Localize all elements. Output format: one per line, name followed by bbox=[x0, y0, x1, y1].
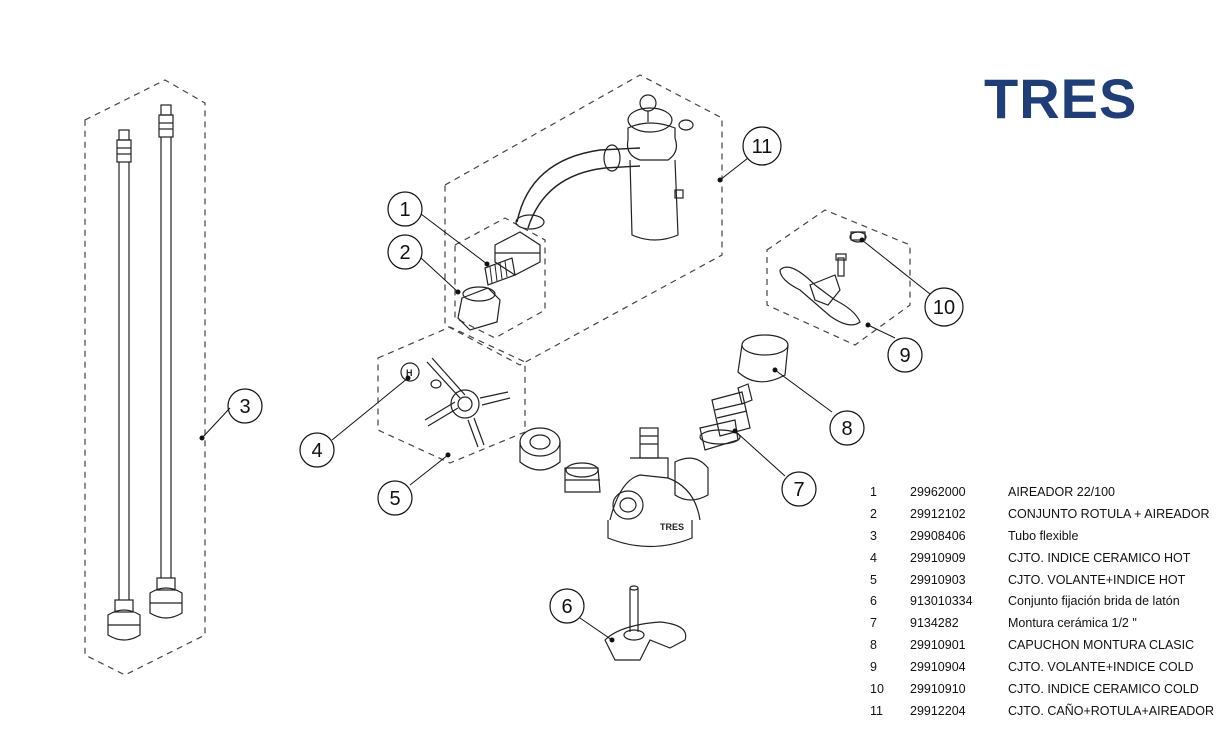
svg-text:11: 11 bbox=[752, 136, 773, 158]
part-code: 29912204 bbox=[910, 703, 966, 718]
parts-list: 1 29962000 AIREADOR 22/100 2 29912102 CONJUNT… bbox=[870, 481, 1214, 722]
ceramic-cartridge bbox=[699, 383, 753, 451]
part-code: 29962000 bbox=[910, 484, 966, 499]
part-code: 29910903 bbox=[910, 572, 966, 587]
group-box-3 bbox=[84, 79, 206, 676]
svg-text:2: 2 bbox=[399, 242, 410, 264]
part-code: 29912102 bbox=[910, 506, 966, 521]
fixing-bracket bbox=[604, 585, 687, 661]
group-box-2 bbox=[454, 217, 546, 339]
part-description: Montura cerámica 1/2 " bbox=[1008, 616, 1137, 631]
callout-10: 10 bbox=[924, 287, 964, 327]
callouts: 1 2 3 4 5 6 7 8 9 10 11 bbox=[227, 126, 964, 624]
callout-5: 5 bbox=[377, 480, 413, 516]
parts-row: 2 29912102 CONJUNTO ROTULA + AIREADOR bbox=[870, 503, 1214, 525]
part-code: 29908406 bbox=[910, 528, 966, 543]
part-code: 913010334 bbox=[910, 594, 973, 609]
part-number: 10 bbox=[870, 681, 884, 696]
group-boxes bbox=[84, 74, 911, 676]
part-description: CJTO. VOLANTE+INDICE COLD bbox=[1008, 660, 1194, 675]
group-box-5 bbox=[377, 326, 526, 464]
part-description: Conjunto fijación brida de latón bbox=[1008, 594, 1180, 609]
body-brand-mark: TRES bbox=[660, 522, 684, 532]
part-code: 29910909 bbox=[910, 550, 966, 565]
svg-text:5: 5 bbox=[389, 488, 400, 510]
logo-text: TRES bbox=[984, 67, 1138, 130]
part-description: CJTO. INDICE CERAMICO COLD bbox=[1008, 681, 1199, 696]
callout-9: 9 bbox=[887, 337, 923, 373]
parts-row: 4 29910909 CJTO. INDICE CERAMICO HOT bbox=[870, 547, 1214, 569]
part-number: 1 bbox=[870, 484, 877, 499]
svg-text:6: 6 bbox=[561, 596, 572, 618]
callout-1: 1 bbox=[387, 191, 423, 227]
part-code: 29910910 bbox=[910, 681, 966, 696]
aerator-assembly bbox=[457, 231, 541, 331]
part-code: 29910901 bbox=[910, 638, 966, 653]
part-code: 9134282 bbox=[910, 616, 959, 631]
cartridge-cap bbox=[737, 334, 789, 383]
parts-row: 10 29910910 CJTO. INDICE CERAMICO COLD bbox=[870, 678, 1214, 700]
part-number: 6 bbox=[870, 594, 877, 609]
tube-left bbox=[107, 129, 141, 641]
callout-3: 3 bbox=[227, 388, 263, 424]
part-description: CJTO. INDICE CERAMICO HOT bbox=[1008, 550, 1191, 565]
part-code: 29910904 bbox=[910, 660, 966, 675]
parts-list-body: 1 29962000 AIREADOR 22/100 2 29912102 CONJUNT… bbox=[870, 481, 1214, 722]
part-description: AIREADOR 22/100 bbox=[1008, 484, 1115, 499]
part-number: 8 bbox=[870, 638, 877, 653]
callout-11: 11 bbox=[742, 126, 782, 166]
leader-lines bbox=[201, 157, 931, 641]
valve-body: TRES bbox=[519, 427, 709, 548]
svg-text:7: 7 bbox=[793, 479, 804, 501]
svg-text:1: 1 bbox=[399, 199, 410, 221]
parts-row: 5 29910903 CJTO. VOLANTE+INDICE HOT bbox=[870, 569, 1214, 591]
hot-index-letter: H bbox=[406, 368, 413, 378]
parts-row: 11 29912204 CJTO. CAÑO+ROTULA+AIREADOR bbox=[870, 700, 1214, 722]
part-number: 11 bbox=[870, 703, 883, 718]
part-number: 3 bbox=[870, 528, 877, 543]
part-number: 4 bbox=[870, 550, 877, 565]
spout-assembly bbox=[515, 94, 694, 241]
callout-2: 2 bbox=[387, 234, 423, 270]
part-description: CJTO. VOLANTE+INDICE HOT bbox=[1008, 572, 1186, 587]
part-number: 2 bbox=[870, 506, 877, 521]
part-description: CAPUCHON MONTURA CLASIC bbox=[1008, 638, 1195, 653]
part-description: Tubo flexible bbox=[1008, 528, 1079, 543]
group-box-9 bbox=[766, 209, 911, 346]
callout-8: 8 bbox=[829, 410, 865, 446]
part-number: 9 bbox=[870, 660, 877, 675]
callout-4: 4 bbox=[299, 432, 335, 468]
parts-row: 6 913010334 Conjunto fijación brida de lat… bbox=[870, 590, 1214, 612]
parts-row: 9 29910904 CJTO. VOLANTE+INDICE COLD bbox=[870, 656, 1214, 678]
callout-7: 7 bbox=[781, 471, 817, 507]
callout-6: 6 bbox=[549, 588, 585, 624]
svg-text:9: 9 bbox=[899, 345, 910, 367]
part-number: 5 bbox=[870, 572, 877, 587]
parts-row: 1 29962000 AIREADOR 22/100 bbox=[870, 481, 1214, 503]
parts-row: 7 9134282 Montura cerámica 1/2 " bbox=[870, 612, 1214, 634]
part-number: 7 bbox=[870, 616, 877, 631]
svg-text:8: 8 bbox=[841, 418, 852, 440]
hot-handle: H bbox=[400, 357, 511, 448]
tube-right bbox=[149, 104, 183, 619]
part-description: CONJUNTO ROTULA + AIREADOR bbox=[1008, 506, 1210, 521]
leader-dots bbox=[199, 177, 871, 643]
tres-logo: TRES bbox=[984, 68, 1156, 130]
part-description: CJTO. CAÑO+ROTULA+AIREADOR bbox=[1008, 703, 1215, 718]
svg-text:10: 10 bbox=[933, 297, 955, 319]
svg-text:4: 4 bbox=[311, 440, 322, 462]
svg-text:3: 3 bbox=[239, 396, 250, 418]
parts-row: 3 29908406 Tubo flexible bbox=[870, 525, 1214, 547]
group-box-11 bbox=[444, 74, 723, 366]
flexible-tubes bbox=[107, 104, 183, 641]
cold-handle bbox=[779, 231, 867, 326]
parts-row: 8 29910901 CAPUCHON MONTURA CLASIC bbox=[870, 634, 1214, 656]
